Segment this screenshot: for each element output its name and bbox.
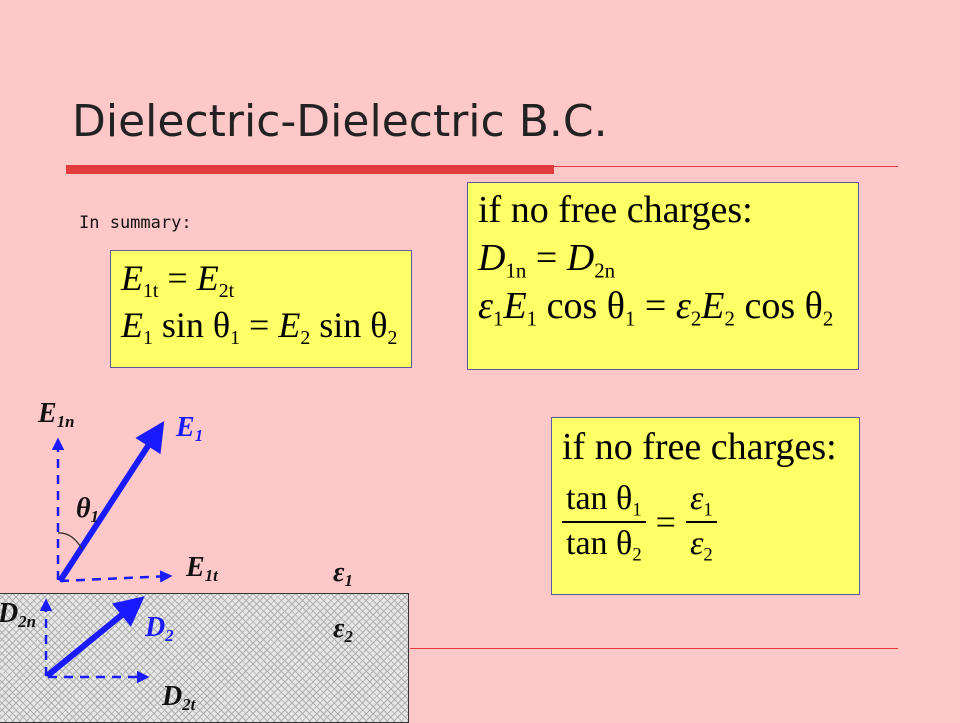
equation-e-sin: E1 sin θ1 = E2 sin θ2 — [121, 304, 398, 349]
label-d2: D2 — [145, 612, 174, 646]
label-d2n: D2n — [0, 598, 36, 632]
title-underline-thick — [66, 165, 554, 174]
bottom-rule — [410, 648, 898, 649]
label-epsilon2: ε2 — [333, 613, 353, 647]
ratio-box-heading: if no free charges: — [562, 426, 837, 468]
normal-box-heading: if no free charges: — [478, 189, 753, 231]
label-e1t: E1t — [186, 552, 218, 586]
e1t-component-arrow — [59, 570, 173, 583]
equation-tan-ratio: tan θ1 tan θ2 = ε1 ε2 — [562, 478, 849, 568]
equation-eps-cos: ε1E1 cos θ1 = ε2E2 cos θ2 — [478, 284, 834, 331]
medium-2-region — [0, 593, 409, 723]
label-theta1: θ1 — [76, 493, 99, 527]
equation-e-tangential: E1t = E2t — [121, 258, 235, 302]
label-e1n: E1n — [38, 398, 75, 432]
epsilon-fraction: ε1 ε2 — [685, 478, 717, 568]
tangential-equation-box: E1t = E2t E1 sin θ1 = E2 sin θ2 — [110, 250, 412, 368]
tan-fraction: tan θ1 tan θ2 — [562, 478, 646, 568]
theta1-arc — [57, 532, 83, 550]
summary-label: In summary: — [79, 213, 192, 233]
ratio-equation-box: if no free charges: tan θ1 tan θ2 = ε1 ε… — [551, 417, 860, 595]
normal-equation-box: if no free charges: D1n = D2n ε1E1 cos θ… — [467, 182, 859, 370]
e1-vector-arrow — [57, 420, 165, 583]
label-epsilon1: ε1 — [333, 557, 353, 591]
d2-vector-arrow — [45, 596, 145, 679]
label-e1: E1 — [176, 412, 204, 446]
slide-title: Dielectric-Dielectric B.C. — [72, 96, 608, 147]
equation-d-normal: D1n = D2n — [478, 236, 616, 282]
title-underline-thin — [554, 166, 898, 167]
label-d2t: D2t — [162, 681, 196, 715]
